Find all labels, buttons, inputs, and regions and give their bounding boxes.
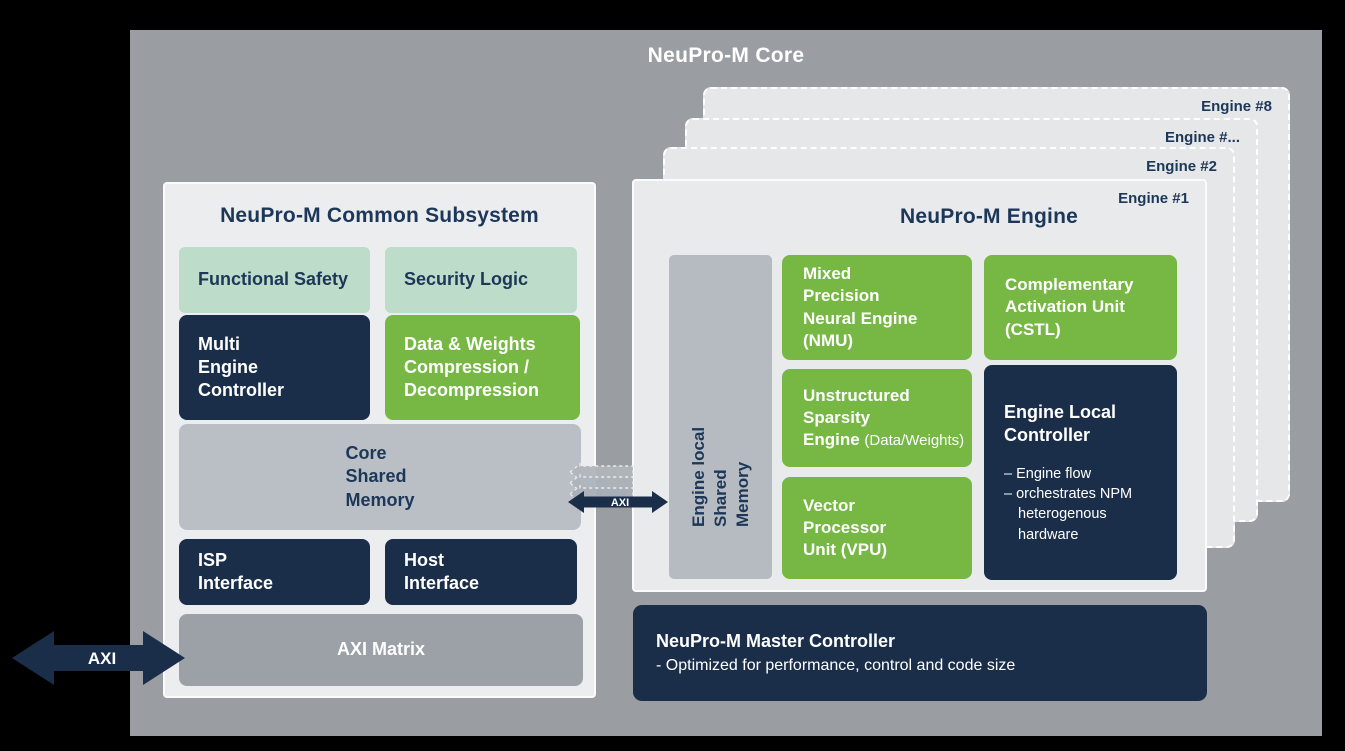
engine-1-label: Engine #1 bbox=[1118, 190, 1189, 207]
data-weights-compression-label: Data & Weights Compression / Decompressi… bbox=[404, 333, 540, 401]
functional-safety-label: Functional Safety bbox=[198, 269, 349, 290]
sparsity-suffix-text: (Data/Weights) bbox=[864, 432, 965, 450]
axi-matrix-label: AXI Matrix bbox=[336, 639, 426, 660]
engine-2-label: Engine #2 bbox=[1146, 158, 1217, 175]
master-controller-box: NeuPro-M Master Controller - Optimized f… bbox=[633, 605, 1207, 701]
engine-local-controller-title: Engine Local Controller bbox=[1004, 402, 1117, 446]
elc-bullet-2: – orchestrates NPM heterogenous hardware bbox=[1004, 486, 1133, 543]
sparsity-engine-box: Unstructured Sparsity Engine (Data/Weigh… bbox=[782, 369, 972, 467]
isp-interface-label: ISP Interface bbox=[198, 549, 274, 593]
sparsity-main-text: Unstructured Sparsity Engine bbox=[803, 385, 910, 450]
axi-link-arrow-icon: AXI bbox=[568, 462, 668, 513]
engine-local-shared-memory-label: Engine local Shared Memory bbox=[688, 426, 752, 527]
master-controller-title: NeuPro-M Master Controller bbox=[656, 631, 896, 652]
common-subsystem-panel: NeuPro-M Common Subsystem Functional Saf… bbox=[163, 182, 596, 698]
vpu-box: Vector Processor Unit (VPU) bbox=[782, 477, 972, 579]
engine-dots-label: Engine #... bbox=[1164, 129, 1240, 146]
nmu-box: Mixed Precision Neural Engine (NMU) bbox=[782, 255, 972, 360]
engine-panel: Engine #1 NeuPro-M Engine Engine local S… bbox=[632, 179, 1207, 592]
nmu-label: Mixed Precision Neural Engine (NMU) bbox=[803, 264, 918, 350]
multi-engine-controller-box: Multi Engine Controller bbox=[179, 315, 370, 420]
security-logic-label: Security Logic bbox=[404, 269, 529, 290]
engine-title: NeuPro-M Engine bbox=[899, 205, 1078, 228]
engine-8-label: Engine #8 bbox=[1201, 98, 1272, 115]
multi-engine-controller-label: Multi Engine Controller bbox=[198, 333, 285, 401]
engine-local-shared-memory-box: Engine local Shared Memory bbox=[669, 255, 772, 579]
core-title: NeuPro-M Core bbox=[647, 44, 805, 67]
data-weights-compression-box: Data & Weights Compression / Decompressi… bbox=[385, 315, 580, 420]
engine-local-controller-box: Engine Local Controller – Engine flow – … bbox=[984, 365, 1177, 580]
axi-left-arrow-icon: AXI bbox=[12, 631, 185, 685]
core-shared-memory-label: Core Shared Memory bbox=[345, 442, 415, 510]
core-shared-memory-box: Core Shared Memory bbox=[179, 424, 581, 530]
elc-bullet-1: – Engine flow bbox=[1004, 465, 1092, 482]
vpu-label: Vector Processor Unit (VPU) bbox=[803, 495, 888, 560]
functional-safety-box: Functional Safety bbox=[179, 247, 370, 313]
cstl-box: Complementary Activation Unit (CSTL) bbox=[984, 255, 1177, 360]
isp-interface-box: ISP Interface bbox=[179, 539, 370, 605]
axi-left-arrow-label: AXI bbox=[88, 649, 116, 668]
cstl-label: Complementary Activation Unit (CSTL) bbox=[1005, 275, 1134, 339]
ghost-axi-arrows-icon bbox=[568, 462, 634, 504]
host-interface-box: Host Interface bbox=[385, 539, 577, 605]
host-interface-label: Host Interface bbox=[404, 549, 480, 593]
engine-local-controller-bullets: – Engine flow – orchestrates NPM heterog… bbox=[1004, 464, 1165, 545]
master-controller-subtitle: - Optimized for performance, control and… bbox=[656, 657, 1016, 675]
common-subsystem-title: NeuPro-M Common Subsystem bbox=[220, 204, 539, 227]
sparsity-engine-label: Unstructured Sparsity Engine (Data/Weigh… bbox=[782, 385, 964, 451]
security-logic-box: Security Logic bbox=[385, 247, 577, 313]
axi-matrix-box: AXI Matrix bbox=[179, 614, 583, 686]
axi-link-arrow-label: AXI bbox=[611, 497, 629, 509]
